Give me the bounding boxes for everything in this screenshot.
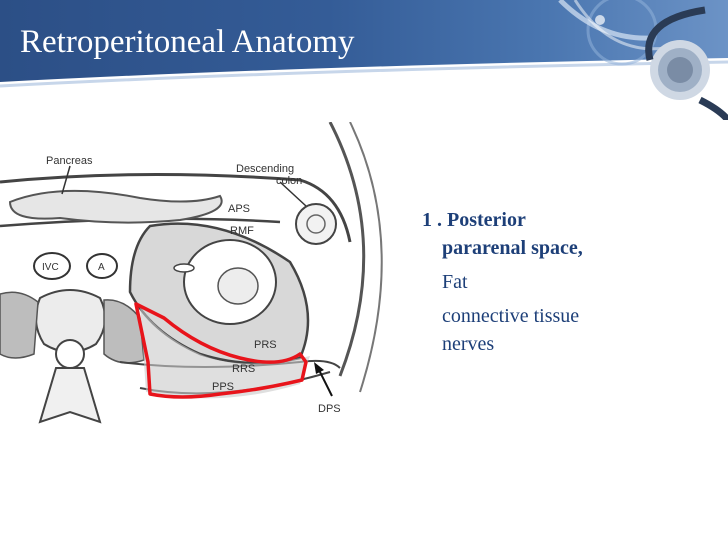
heading-line-2: pararenal space, <box>442 237 583 259</box>
label-rrs: RRS <box>232 363 255 375</box>
slide-title: Retroperitoneal Anatomy <box>20 24 355 60</box>
label-pancreas: Pancreas <box>46 155 93 167</box>
stethoscope-icon <box>0 0 728 120</box>
label-rmf: RMF <box>230 225 254 237</box>
label-descending: Descending <box>236 163 294 175</box>
list-item: nerves <box>442 333 495 355</box>
label-colon: colon <box>276 175 302 187</box>
content-heading: 1 . Posterior pararenal space, <box>422 206 722 262</box>
content-list: 1 . Posterior pararenal space, Fat conne… <box>422 206 722 358</box>
anatomy-diagram: Pancreas Descending colon APS RMF IVC A … <box>0 122 392 476</box>
label-ivc: IVC <box>42 262 59 273</box>
label-a: A <box>98 262 105 273</box>
label-aps: APS <box>228 203 250 215</box>
heading-line-1: 1 . Posterior <box>422 209 526 231</box>
list-item: Fat <box>442 271 468 293</box>
list-item: connective tissue <box>442 305 580 327</box>
label-dps: DPS <box>318 403 341 415</box>
label-pps: PPS <box>212 381 234 393</box>
label-prs: PRS <box>254 339 277 351</box>
